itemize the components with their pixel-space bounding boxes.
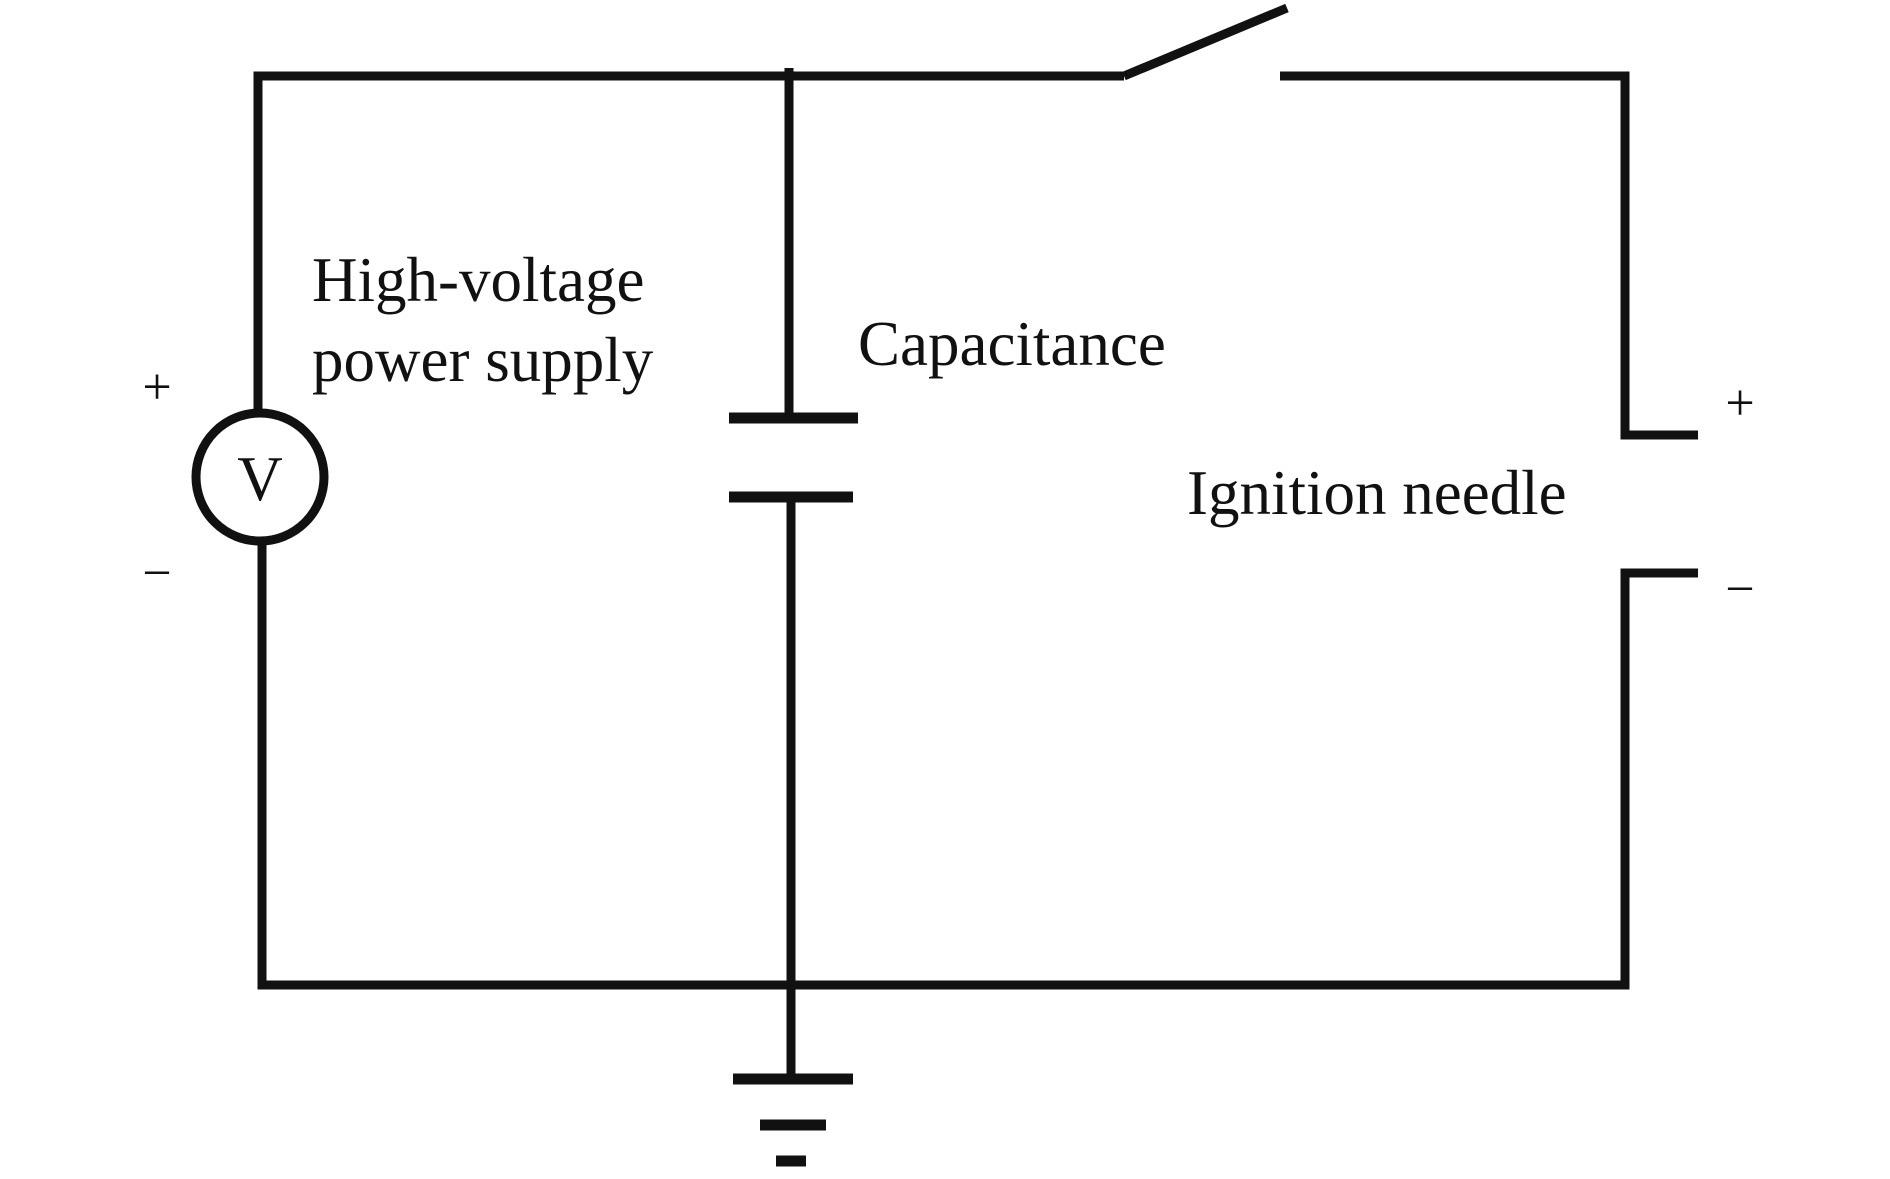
supply-plus-sign: + xyxy=(142,359,171,416)
bottom-wire xyxy=(257,541,1698,990)
ignition-needle-label: Ignition needle xyxy=(1187,458,1567,528)
power-supply-label-line1: High-voltage xyxy=(312,245,644,315)
supply-minus-sign: − xyxy=(142,545,171,602)
needle-plus-sign: + xyxy=(1725,375,1754,432)
capacitance-label: Capacitance xyxy=(858,309,1166,379)
switch-blade xyxy=(1122,3,1289,81)
needle-minus-sign: − xyxy=(1725,561,1754,618)
voltmeter-circle xyxy=(191,408,329,546)
power-supply-label-line2: power supply xyxy=(312,325,654,395)
top-wire-right xyxy=(1280,71,1698,440)
voltmeter-symbol: V xyxy=(237,444,283,514)
top-wire-left xyxy=(253,71,1124,412)
